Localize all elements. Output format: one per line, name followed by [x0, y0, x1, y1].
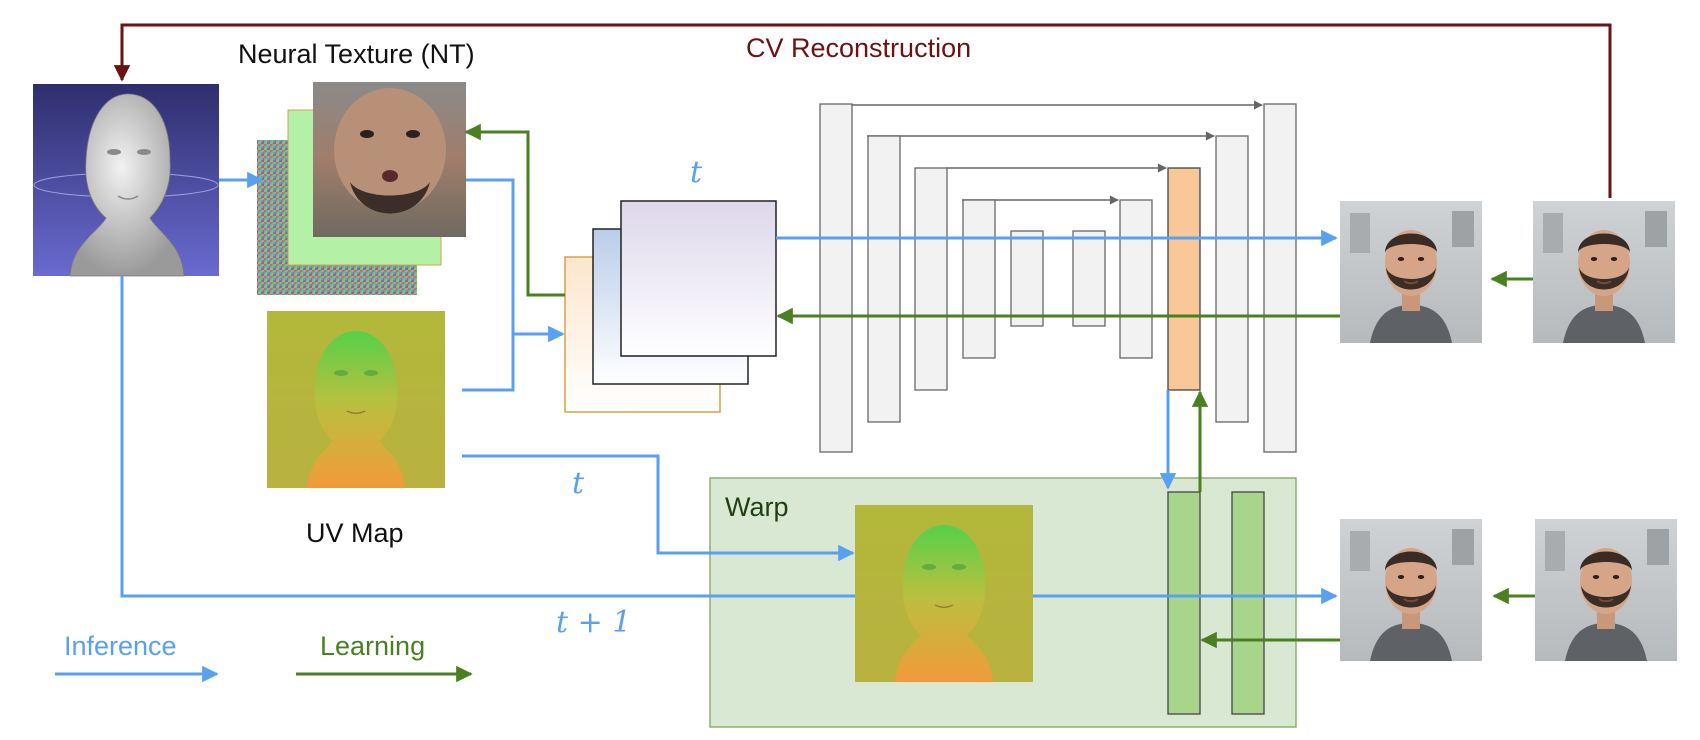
head-mesh-icon — [33, 84, 219, 277]
uv-map-icon — [266, 310, 446, 489]
neural-texture-title: Neural Texture (NT) — [238, 39, 475, 69]
input-stack — [564, 200, 777, 413]
unet-decoder-block-3-highlight — [1167, 167, 1201, 391]
unet-encoder-block-4 — [962, 199, 996, 359]
unet — [819, 100, 1297, 453]
warp-label: Warp — [725, 492, 789, 522]
target-face-photo-top — [1532, 200, 1676, 344]
legend-learning-label: Learning — [320, 631, 425, 661]
warped-uv-map-icon — [854, 504, 1034, 683]
neural-texture-stack — [257, 82, 466, 295]
mesh-to-next-frame-line — [120, 276, 855, 598]
time-t-top: t — [690, 155, 703, 190]
unet-bottleneck-block-2 — [1072, 230, 1106, 327]
unet-encoder-block-3 — [914, 167, 948, 391]
output-face-photo-top — [1339, 200, 1483, 344]
uv-to-warp-arrow — [462, 454, 855, 562]
cv-reconstruction-label: CV Reconstruction — [746, 33, 971, 63]
legend-inference-label: Inference — [64, 631, 177, 661]
unet-decoder-block-1 — [1263, 103, 1297, 453]
unet-decoder-block-2 — [1215, 135, 1249, 423]
time-t-mid: t — [572, 466, 585, 501]
face-texture-icon — [313, 82, 466, 237]
uv-to-stack-line — [462, 334, 515, 392]
time-t-plus-1: t + 1 — [556, 605, 631, 640]
output-face-photo-bottom — [1339, 518, 1483, 662]
uv-map-label: UV Map — [306, 518, 404, 548]
target-face-photo-bottom — [1534, 518, 1678, 662]
unet-decoder-block-4 — [1119, 199, 1153, 359]
unet-encoder-block-2 — [867, 135, 901, 423]
unet-encoder-block-1 — [819, 103, 853, 453]
warp-green-block-1 — [1167, 491, 1201, 715]
warp-green-block-2 — [1231, 491, 1265, 715]
stack-to-texture-learning-arrow — [464, 123, 565, 297]
cv-reconstruction-arrow — [113, 23, 1612, 198]
purple-card — [620, 200, 777, 357]
texture-to-stack-arrow — [466, 178, 565, 343]
unet-bottleneck-block-1 — [1010, 230, 1044, 327]
